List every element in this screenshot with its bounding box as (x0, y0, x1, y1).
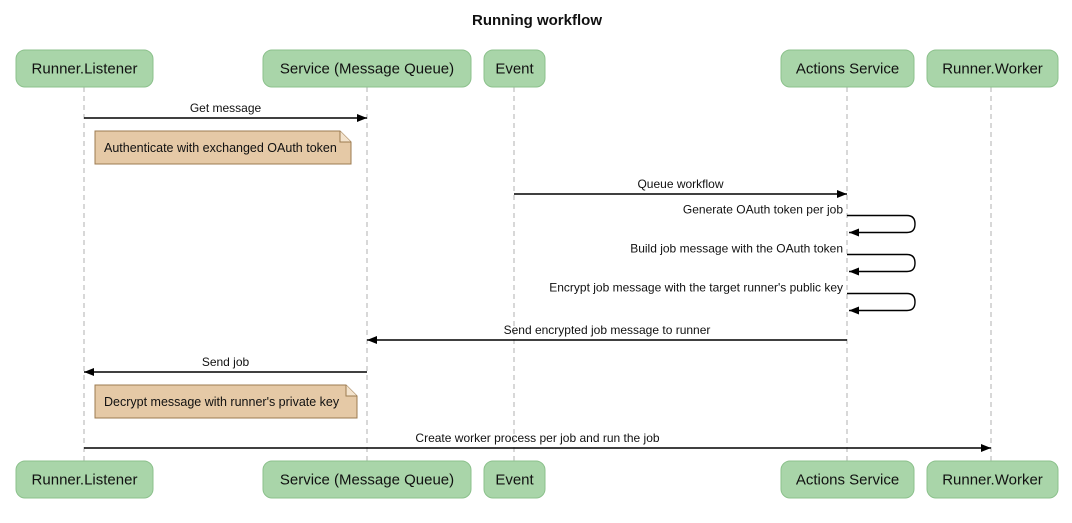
participant-box-event[interactable] (483, 460, 546, 499)
note-body-authenticate-note (94, 130, 352, 165)
participant-box-actions-service[interactable] (780, 49, 915, 88)
page-title: Running workflow (472, 12, 602, 29)
participant-box-service-message-queue[interactable] (262, 49, 472, 88)
participant-box-event[interactable] (483, 49, 546, 88)
message-label-queue-workflow: Queue workflow (637, 177, 723, 191)
message-get-message[interactable]: Get message (84, 101, 367, 122)
participant-event-top[interactable]: Event (483, 49, 546, 88)
participants-bottom-layer: Runner.Listener Service (Message Queue) Ev… (15, 460, 1059, 499)
message-send-job[interactable]: Send job (84, 355, 367, 376)
participant-runner-worker-top[interactable]: Runner.Worker (926, 49, 1059, 88)
message-send-encrypted-job-message[interactable]: Send encrypted job message to runner (367, 323, 847, 344)
message-generate-oauth-token[interactable]: Generate OAuth token per job (683, 203, 916, 237)
participant-runner-worker-bottom[interactable]: Runner.Worker (926, 460, 1059, 499)
message-label-build-job-message: Build job message with the OAuth token (630, 242, 843, 256)
note-decrypt-note: Decrypt message with runner's private ke… (94, 384, 358, 419)
participant-label-runner-worker: Runner.Worker (942, 60, 1043, 77)
participant-label-runner-listener: Runner.Listener (32, 60, 138, 77)
participant-label-actions-service: Actions Service (796, 471, 899, 488)
message-loop-encrypt-job-message (847, 292, 916, 315)
participant-box-runner-worker[interactable] (926, 49, 1059, 88)
participant-box-service-message-queue[interactable] (262, 460, 472, 499)
participant-box-runner-worker[interactable] (926, 460, 1059, 499)
message-build-job-message[interactable]: Build job message with the OAuth token (630, 242, 916, 276)
participant-event-bottom[interactable]: Event (483, 460, 546, 499)
note-label-authenticate-note: Authenticate with exchanged OAuth token (104, 141, 337, 155)
participant-label-actions-service: Actions Service (796, 60, 899, 77)
message-label-create-worker-process: Create worker process per job and run th… (415, 431, 659, 445)
message-encrypt-job-message[interactable]: Encrypt job message with the target runn… (549, 281, 916, 315)
participant-actions-service-top[interactable]: Actions Service (780, 49, 915, 88)
participant-label-runner-listener: Runner.Listener (32, 471, 138, 488)
participant-label-service-message-queue: Service (Message Queue) (280, 471, 454, 488)
note-fold-icon-decrypt-note (345, 385, 357, 397)
note-authenticate-note: Authenticate with exchanged OAuth token (94, 130, 352, 165)
participant-box-runner-listener[interactable] (15, 460, 154, 499)
message-label-encrypt-job-message: Encrypt job message with the target runn… (549, 281, 843, 295)
message-loop-generate-oauth-token (847, 214, 916, 237)
message-label-generate-oauth-token: Generate OAuth token per job (683, 203, 843, 217)
message-create-worker-process[interactable]: Create worker process per job and run th… (84, 431, 991, 452)
participant-service-message-queue-top[interactable]: Service (Message Queue) (262, 49, 472, 88)
participant-box-actions-service[interactable] (780, 460, 915, 499)
message-loop-build-job-message (847, 253, 916, 276)
notes-layer: Authenticate with exchanged OAuth tokenD… (94, 130, 358, 419)
message-label-get-message: Get message (190, 101, 262, 115)
participant-box-runner-listener[interactable] (15, 49, 154, 88)
participant-label-service-message-queue: Service (Message Queue) (280, 60, 454, 77)
participant-runner-listener-bottom[interactable]: Runner.Listener (15, 460, 154, 499)
participants-top-layer: Runner.Listener Service (Message Queue) Ev… (15, 49, 1059, 88)
note-label-decrypt-note: Decrypt message with runner's private ke… (104, 395, 340, 409)
participant-service-message-queue-bottom[interactable]: Service (Message Queue) (262, 460, 472, 499)
note-body-decrypt-note (94, 384, 358, 419)
participant-label-runner-worker: Runner.Worker (942, 471, 1043, 488)
message-queue-workflow[interactable]: Queue workflow (514, 177, 847, 198)
note-fold-icon-authenticate-note (339, 131, 351, 143)
participant-actions-service-bottom[interactable]: Actions Service (780, 460, 915, 499)
participant-runner-listener-top[interactable]: Runner.Listener (15, 49, 154, 88)
participant-label-event: Event (495, 60, 534, 77)
message-label-send-encrypted-job-message: Send encrypted job message to runner (504, 323, 711, 337)
message-label-send-job: Send job (202, 355, 250, 369)
participant-label-event: Event (495, 471, 534, 488)
